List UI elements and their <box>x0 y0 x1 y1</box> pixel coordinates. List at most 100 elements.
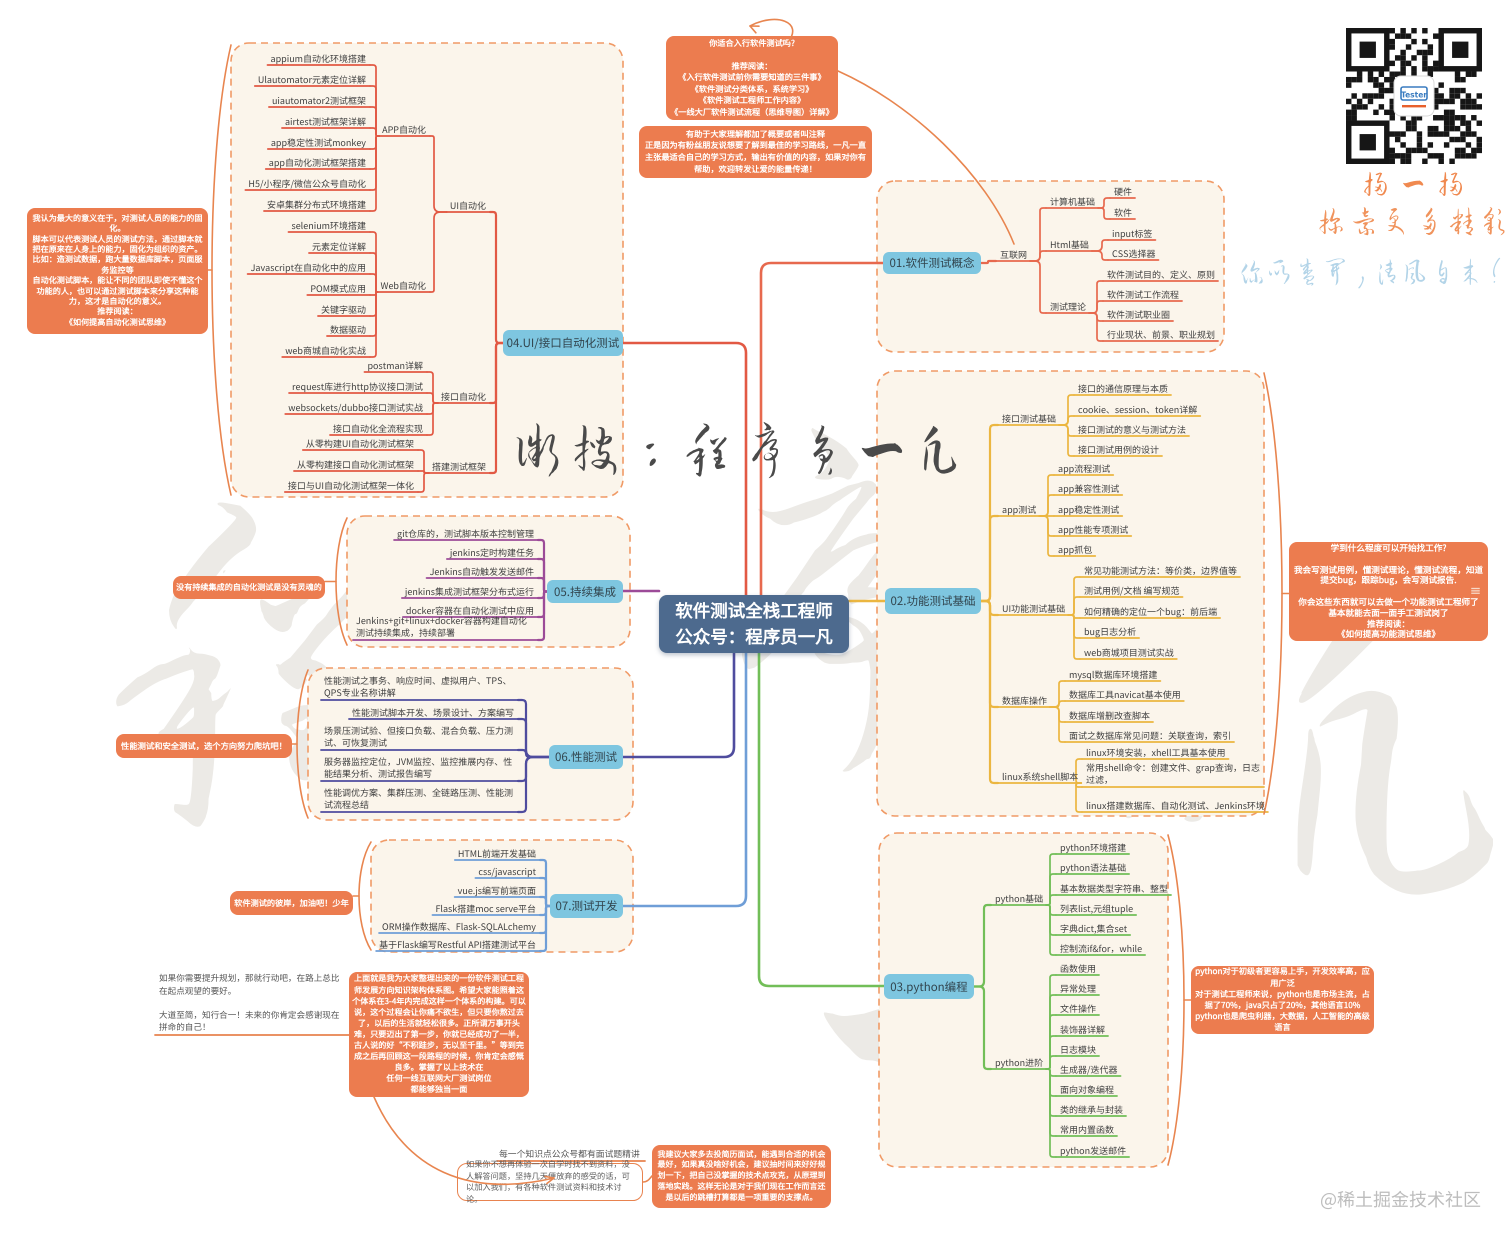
note-text-t-interview[interactable]: 每一个知识点公众号都有面试题精讲 <box>499 1147 640 1160</box>
node-label[interactable]: jenkins集成测试框架分布式运行 <box>404 584 534 598</box>
node-label[interactable]: 基于Flask编写Restful API搭建测试平台 <box>379 937 536 951</box>
node-label[interactable]: Ulautomator元素定位详解 <box>257 72 366 86</box>
branch-topic-b02[interactable]: 02.功能测试基础 <box>885 588 981 614</box>
node-label[interactable]: 服务器监控定位，JVM监控、监控推展内存、性能结果分析、测试报告编写 <box>324 755 513 780</box>
callout-c-job[interactable]: 学到什么程度可以开始找工作? 我会写测试用例，懂测试理论，懂测试流程，知道提交b… <box>1289 542 1488 641</box>
node-label[interactable]: 日志模块 <box>1060 1042 1097 1056</box>
node-label[interactable]: H5/小程序/微信公众号自动化 <box>248 176 366 190</box>
node-label[interactable]: 硬件 <box>1114 184 1133 198</box>
callout-c-join[interactable]: 如果你不想再体验一次自学时找不到资料，没人解答问题，坚持几天便放弃的感受的话，可… <box>457 1158 643 1204</box>
node-label[interactable]: 计算机基础 <box>1050 194 1096 208</box>
node-label[interactable]: 接口的通信原理与本质 <box>1078 381 1169 395</box>
node-label[interactable]: git仓库的，测试脚本版本控制管理 <box>397 526 534 540</box>
node-label[interactable]: 数据库工具navicat基本使用 <box>1069 687 1181 701</box>
node-label[interactable]: app流程测试 <box>1058 461 1111 475</box>
callout-c-auto[interactable]: 我认为最大的意义在于，对测试人员的能力的固化。 脚本可以代表测试人员的测试方法，… <box>27 208 208 334</box>
central-topic[interactable]: 软件测试全栈工程师 公众号：程序员一凡 <box>659 595 849 653</box>
node-label[interactable]: cookie、session、token详解 <box>1078 402 1198 416</box>
note-text-t-dao[interactable]: 大道至简，知行合一！未来的你肯定会感谢现在拼命的自己！ <box>159 1009 340 1033</box>
node-label[interactable]: python进阶 <box>995 1055 1044 1069</box>
node-label[interactable]: web商城自动化实战 <box>285 343 366 357</box>
node-label[interactable]: 文件操作 <box>1060 1001 1097 1015</box>
node-label[interactable]: 安卓集群分布式环境搭建 <box>266 197 366 211</box>
node-label[interactable]: input标签 <box>1112 226 1153 240</box>
node-label[interactable]: Javascript在自动化中的应用 <box>250 260 366 274</box>
node-label[interactable]: 类的继承与封装 <box>1060 1102 1124 1116</box>
callout-c-perf[interactable]: 性能测试和安全测试，选个方向努力爬坑吧！ <box>116 734 292 758</box>
node-label[interactable]: 控制流if&for，while <box>1060 941 1143 955</box>
node-label[interactable]: UI自动化 <box>449 198 486 212</box>
node-label[interactable]: request库进行http协议接口测试 <box>292 379 423 393</box>
node-label[interactable]: Jenkins自动触发发送邮件 <box>429 564 534 578</box>
node-label[interactable]: APP自动化 <box>382 122 426 136</box>
node-label[interactable]: Jenkins+git+linux+docker容器构建自动化测试持续集成，持续… <box>356 614 527 639</box>
node-label[interactable]: ORM操作数据库、Flask-SQLALchemy <box>382 919 536 933</box>
node-label[interactable]: 常用内置函数 <box>1060 1122 1115 1136</box>
node-label[interactable]: 软件 <box>1114 205 1133 219</box>
node-label[interactable]: python发送邮件 <box>1060 1143 1127 1157</box>
node-label[interactable]: Html基础 <box>1050 237 1089 251</box>
node-label[interactable]: 接口测试的意义与测试方法 <box>1078 422 1187 436</box>
branch-topic-b04[interactable]: 04.UI/接口自动化测试 <box>503 330 623 356</box>
callout-c-adv[interactable]: 我建议大家多去投简历面试，能遇到合适的机会最好，如果真没啥好机会，建议抽时间来好… <box>652 1145 831 1208</box>
node-label[interactable]: 接口测试用例的设计 <box>1078 442 1160 456</box>
node-label[interactable]: 关键字驱动 <box>320 302 366 316</box>
node-label[interactable]: 如何精确的定位一个bug：前后端 <box>1084 604 1218 618</box>
callout-c-py[interactable]: python对于初级者更容易上手，开发效率高，应用广泛 对于测试工程师来说，py… <box>1191 966 1374 1034</box>
node-label[interactable]: app测试 <box>1002 502 1037 516</box>
node-label[interactable]: 元素定位详解 <box>311 239 366 253</box>
node-label[interactable]: airtest测试框架详解 <box>284 114 366 128</box>
node-label[interactable]: 生成器/迭代器 <box>1060 1062 1118 1076</box>
node-label[interactable]: 数据库操作 <box>1002 693 1048 707</box>
node-label[interactable]: UI功能测试基础 <box>1002 601 1066 615</box>
node-label[interactable]: 性能测试之事务、响应时间、虚拟用户、TPS、QPS专业名称讲解 <box>324 674 512 699</box>
node-label[interactable]: 函数使用 <box>1060 961 1097 975</box>
node-label[interactable]: 接口自动化 <box>440 389 486 403</box>
callout-c-sum[interactable]: 上面就是我为大家整理出来的一份软件测试工程师发展方向知识架构体系图。希望大家能照… <box>349 972 529 1097</box>
node-label[interactable]: 数据驱动 <box>329 322 366 336</box>
callout-c-ci[interactable]: 没有持续集成的自动化测试是没有灵魂的 <box>173 576 325 599</box>
node-label[interactable]: 测试用例/文档 编写规范 <box>1084 583 1180 597</box>
node-label[interactable]: 互联网 <box>1000 247 1028 261</box>
node-label[interactable]: mysql数据库环境搭建 <box>1069 667 1158 681</box>
callout-c-help[interactable]: 有助于大家理解都加了概要或者叫注释 正是因为有粉丝朋友说想要了解到最佳的学习路线… <box>639 126 872 178</box>
node-label[interactable]: POM模式应用 <box>310 281 366 295</box>
node-label[interactable]: linux搭建数据库、自动化测试、Jenkins环境 <box>1086 798 1265 812</box>
node-label[interactable]: 接口测试基础 <box>1002 411 1057 425</box>
node-label[interactable]: postman详解 <box>367 358 423 372</box>
node-label[interactable]: 软件测试工作流程 <box>1107 287 1180 301</box>
note-text-t-plan[interactable]: 如果你需要提升规划，那就行动吧，在路上总比在起点观望的要好。 <box>159 972 340 997</box>
branch-topic-b01[interactable]: 01.软件测试概念 <box>883 252 981 274</box>
node-label[interactable]: CSS选择器 <box>1112 246 1156 260</box>
node-label[interactable]: 软件测试职业圈 <box>1107 307 1171 321</box>
node-label[interactable]: 面向对象编程 <box>1060 1082 1115 1096</box>
branch-topic-b07[interactable]: 07.测试开发 <box>550 894 623 918</box>
node-label[interactable]: bug日志分析 <box>1084 624 1137 638</box>
callout-c-fit[interactable]: 你适合入行软件测试吗? 推荐阅读： 《入行软件测试前你需要知道的三件事》 《软件… <box>666 36 838 120</box>
node-label[interactable]: Web自动化 <box>380 278 426 292</box>
node-label[interactable]: selenium环境搭建 <box>291 218 366 232</box>
node-label[interactable]: 从零构建UI自动化测试框架 <box>305 436 414 450</box>
node-label[interactable]: app稳定性测试 <box>1058 502 1120 516</box>
node-label[interactable]: 面试之数据库常见问题：关联查询，索引 <box>1069 728 1232 742</box>
node-label[interactable]: app性能专项测试 <box>1058 522 1129 536</box>
node-label[interactable]: 字典dict,集合set <box>1060 921 1128 935</box>
node-label[interactable]: 异常处理 <box>1060 981 1097 995</box>
node-label[interactable]: python基础 <box>995 891 1044 905</box>
node-label[interactable]: 装饰器详解 <box>1060 1022 1106 1036</box>
node-label[interactable]: 从零构建接口自动化测试框架 <box>296 457 414 471</box>
node-label[interactable]: Flask搭建moc serve平台 <box>435 901 536 915</box>
node-label[interactable]: 数据库增删改查脚本 <box>1069 708 1151 722</box>
node-label[interactable]: 常见功能测试方法：等价类，边界值等 <box>1084 563 1238 577</box>
node-label[interactable]: uiautomator2测试框架 <box>271 93 366 107</box>
branch-topic-b06[interactable]: 06.性能测试 <box>549 745 623 769</box>
node-label[interactable]: css/javascript <box>478 864 536 878</box>
node-label[interactable]: 基本数据类型字符串、整型 <box>1060 881 1169 895</box>
node-label[interactable]: 常用shell命令：创建文件、grap查询，日志过滤， <box>1086 761 1260 786</box>
node-label[interactable]: jenkins定时构建任务 <box>449 545 534 559</box>
node-label[interactable]: 性能调优方案、集群压测、全链路压测、性能测试流程总结 <box>324 786 514 811</box>
node-label[interactable]: app兼容性测试 <box>1058 481 1120 495</box>
node-label[interactable]: 场景压测试验、但接口负载、混合负载、压力测试、可恢复测试 <box>324 724 514 749</box>
node-label[interactable]: 列表list,元组tuple <box>1060 901 1134 915</box>
node-label[interactable]: 接口与UI自动化测试框架一体化 <box>287 478 414 492</box>
